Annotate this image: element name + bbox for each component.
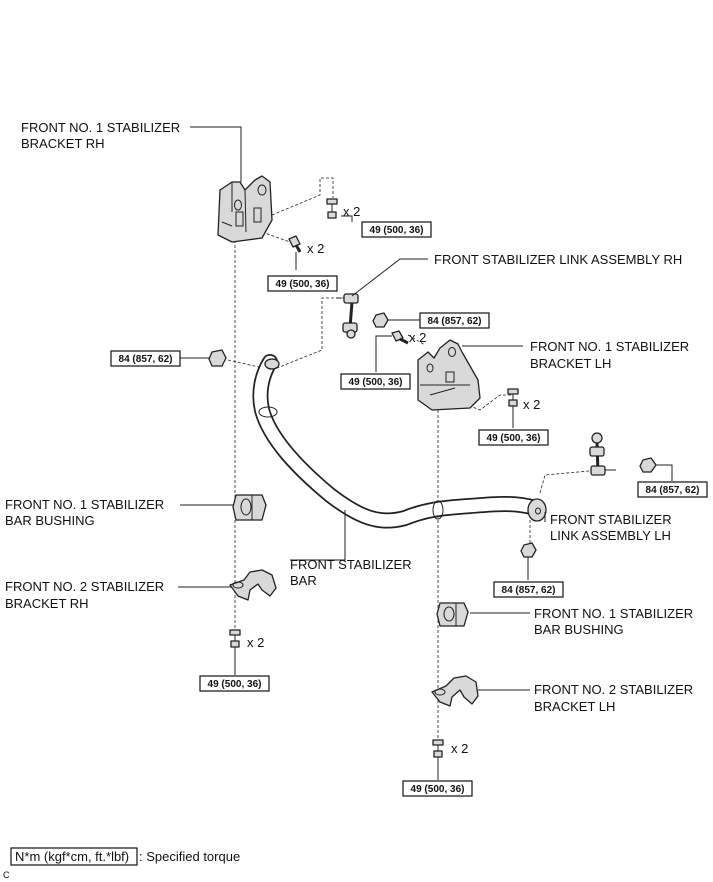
torque-box-t4: 84 (857, 62) bbox=[419, 312, 490, 329]
front-stabilizer-bar bbox=[252, 354, 547, 529]
label-stab-bar-line1: FRONT STABILIZER bbox=[290, 557, 412, 572]
svg-text:49 (500, 36): 49 (500, 36) bbox=[349, 377, 403, 388]
svg-text:49 (500, 36): 49 (500, 36) bbox=[208, 679, 262, 690]
front-no2-stabilizer-bracket-lh bbox=[431, 675, 479, 707]
label-stab-bar-line2: BAR bbox=[290, 573, 317, 588]
bolt-icon bbox=[507, 388, 519, 408]
svg-text:49 (500, 36): 49 (500, 36) bbox=[370, 225, 424, 236]
label-no2-bracket-rh-line1: FRONT NO. 2 STABILIZER bbox=[5, 579, 164, 594]
front-no1-stabilizer-bracket-lh bbox=[417, 339, 481, 411]
torque-box-t5: 49 (500, 36) bbox=[340, 373, 411, 390]
legend-text: : Specified torque bbox=[139, 849, 240, 864]
torque-box-t10: 49 (500, 36) bbox=[402, 780, 473, 797]
svg-text:84 (857, 62): 84 (857, 62) bbox=[119, 354, 173, 365]
label-no2-bracket-lh-line1: FRONT NO. 2 STABILIZER bbox=[534, 682, 693, 697]
torque-box-t1: 49 (500, 36) bbox=[361, 221, 432, 238]
label-no2-bracket-rh-line2: BRACKET RH bbox=[5, 596, 89, 611]
label-bracket-lh-line2: BRACKET LH bbox=[530, 356, 611, 371]
bolt-icon bbox=[432, 739, 444, 760]
quantity-label: x 2 bbox=[451, 741, 468, 756]
bolt-icon bbox=[229, 629, 241, 650]
label-link-lh-line1: FRONT STABILIZER bbox=[550, 512, 672, 527]
torque-box-t6: 49 (500, 36) bbox=[478, 429, 549, 446]
label-link-lh-line2: LINK ASSEMBLY LH bbox=[550, 528, 671, 543]
label-bushing-lh-line1: FRONT NO. 1 STABILIZER bbox=[534, 606, 693, 621]
quantity-label: x 2 bbox=[409, 330, 426, 345]
front-no2-stabilizer-bracket-rh bbox=[229, 569, 277, 601]
legend-unit: N*m (kgf*cm, ft.*lbf) bbox=[15, 849, 129, 864]
front-stabilizer-link-assembly-lh bbox=[589, 432, 616, 476]
label-bracket-rh-line1: FRONT NO. 1 STABILIZER bbox=[21, 120, 180, 135]
front-no1-stabilizer-bar-bushing-rh bbox=[232, 494, 267, 521]
torque-legend: N*m (kgf*cm, ft.*lbf) : Specified torque bbox=[10, 847, 240, 866]
svg-text:49 (500, 36): 49 (500, 36) bbox=[411, 784, 465, 795]
front-no1-stabilizer-bracket-rh bbox=[217, 175, 273, 243]
quantity-label: x 2 bbox=[343, 204, 360, 219]
torque-box-t8: 84 (857, 62) bbox=[493, 581, 564, 598]
nut-icon bbox=[639, 457, 657, 473]
label-bushing-lh-line2: BAR BUSHING bbox=[534, 622, 624, 637]
label-bracket-rh-line2: BRACKET RH bbox=[21, 136, 105, 151]
nut-icon bbox=[208, 349, 227, 367]
torque-box-t7: 84 (857, 62) bbox=[637, 481, 708, 498]
nut-icon bbox=[372, 312, 389, 328]
label-link-rh: FRONT STABILIZER LINK ASSEMBLY RH bbox=[434, 252, 682, 267]
quantity-label: x 2 bbox=[523, 397, 540, 412]
label-bushing-rh-line2: BAR BUSHING bbox=[5, 513, 95, 528]
label-bracket-lh-line1: FRONT NO. 1 STABILIZER bbox=[530, 339, 689, 354]
label-no2-bracket-lh-line2: BRACKET LH bbox=[534, 699, 615, 714]
bolt-icon bbox=[326, 198, 338, 219]
label-bushing-rh-line1: FRONT NO. 1 STABILIZER bbox=[5, 497, 164, 512]
svg-text:84 (857, 62): 84 (857, 62) bbox=[428, 316, 482, 327]
svg-text:49 (500, 36): 49 (500, 36) bbox=[276, 279, 330, 290]
svg-text:49 (500, 36): 49 (500, 36) bbox=[487, 433, 541, 444]
svg-text:84 (857, 62): 84 (857, 62) bbox=[646, 485, 700, 496]
bolt-icon bbox=[391, 330, 409, 345]
bolt-icon bbox=[288, 235, 302, 253]
front-no1-stabilizer-bar-bushing-lh bbox=[436, 602, 469, 627]
svg-text:84 (857, 62): 84 (857, 62) bbox=[502, 585, 556, 596]
torque-box-t2: 49 (500, 36) bbox=[267, 275, 338, 292]
front-stabilizer-link-assembly-rh bbox=[336, 293, 359, 339]
assembly-dashed-lines bbox=[227, 177, 601, 745]
leader-lines bbox=[178, 126, 673, 780]
nut-icon bbox=[520, 542, 537, 558]
torque-box-t9: 49 (500, 36) bbox=[199, 675, 270, 692]
quantity-label: x 2 bbox=[307, 241, 324, 256]
torque-box-t3: 84 (857, 62) bbox=[110, 350, 181, 367]
figure-code: C bbox=[3, 870, 10, 880]
quantity-label: x 2 bbox=[247, 635, 264, 650]
